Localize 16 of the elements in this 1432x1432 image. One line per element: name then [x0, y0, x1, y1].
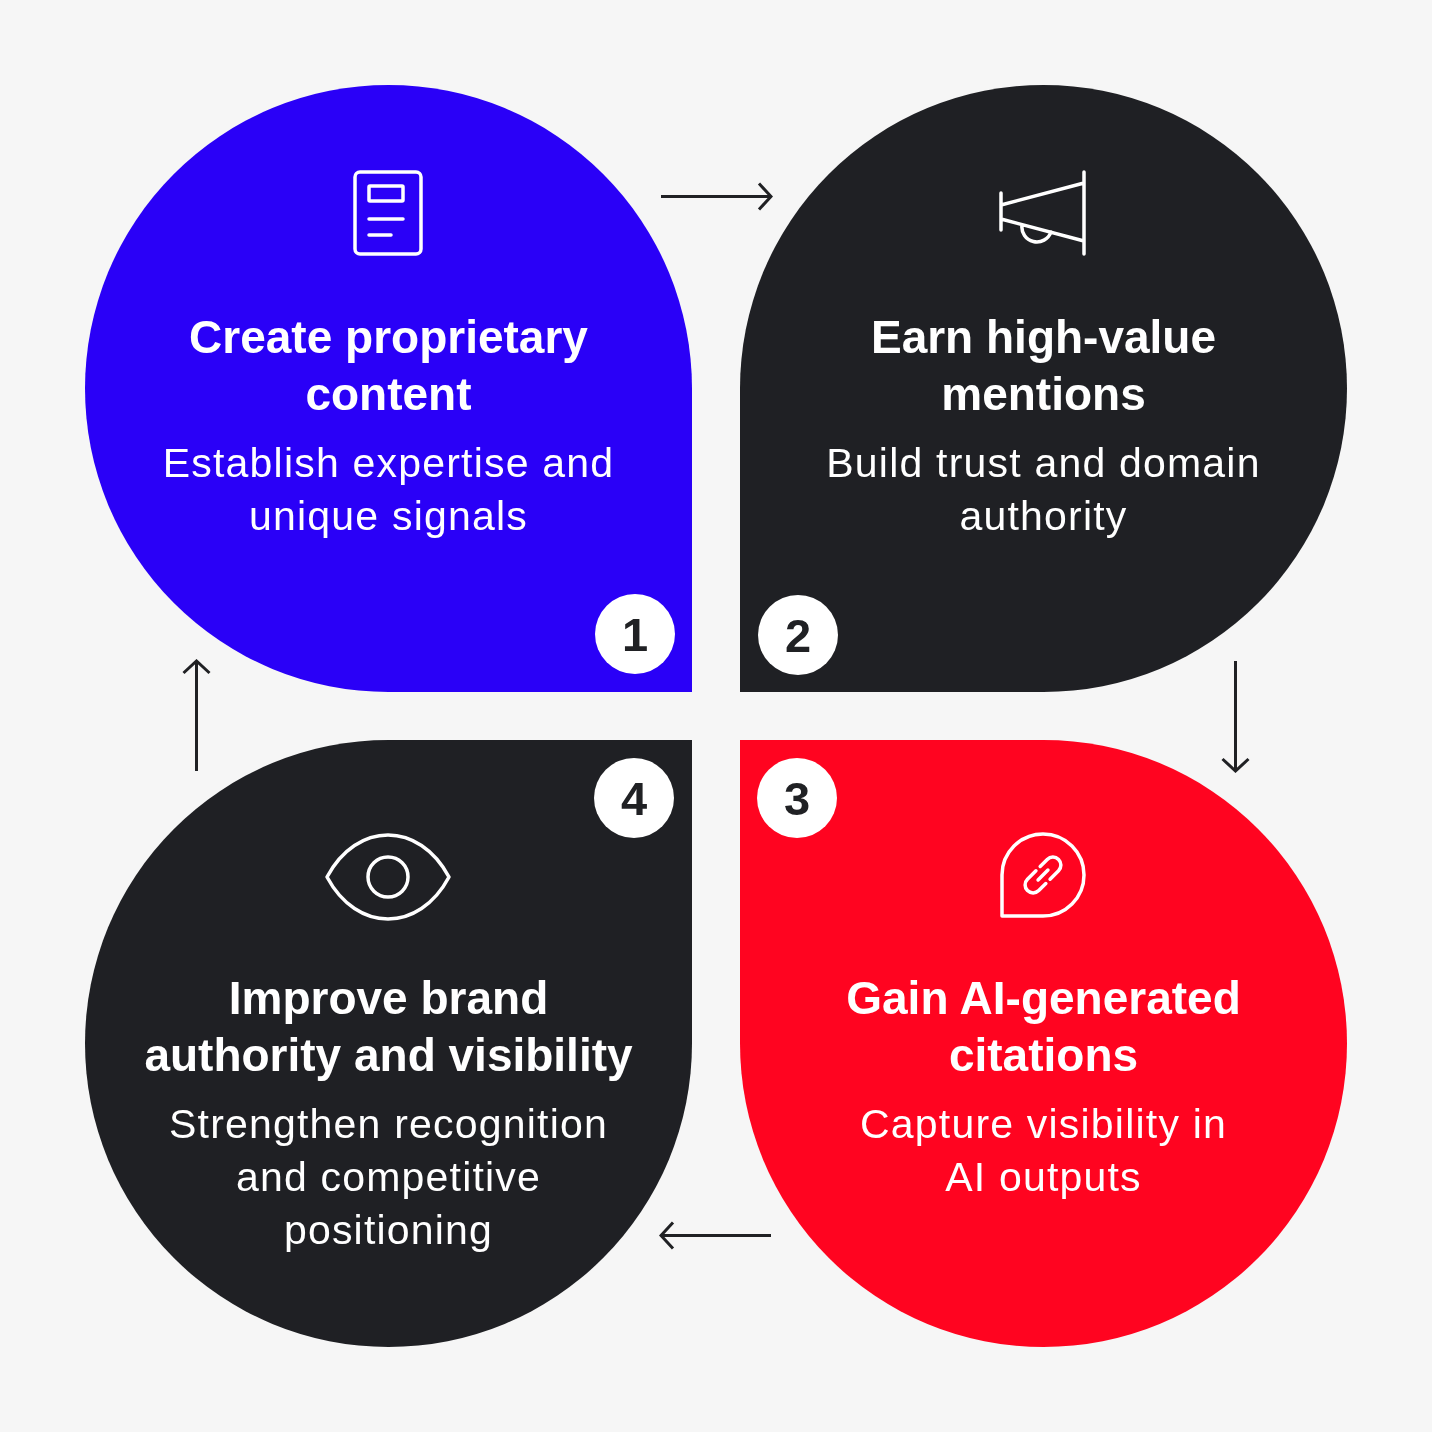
- step-number: 2: [758, 595, 838, 675]
- arrow: [1221, 661, 1250, 773]
- step-description: Establish expertise and unique signals: [161, 439, 616, 541]
- step-title: Create proprietary content: [188, 310, 589, 422]
- step-number: 3: [757, 758, 837, 838]
- step-description: Build trust and domain authority: [825, 439, 1262, 541]
- step-title: Gain AI-generated citations: [845, 971, 1242, 1083]
- step-description: Capture visibility in AI outputs: [859, 1100, 1228, 1202]
- step-title: Improve brand authority and visibility: [143, 971, 634, 1083]
- arrow: [661, 182, 773, 211]
- step-title: Earn high-value mentions: [869, 310, 1218, 422]
- step-number: 1: [595, 594, 675, 674]
- step-description: Strengthen recognition and competitive positioning: [168, 1100, 609, 1255]
- arrow: [182, 659, 211, 771]
- step-number: 4: [594, 758, 674, 838]
- arrow: [659, 1221, 771, 1250]
